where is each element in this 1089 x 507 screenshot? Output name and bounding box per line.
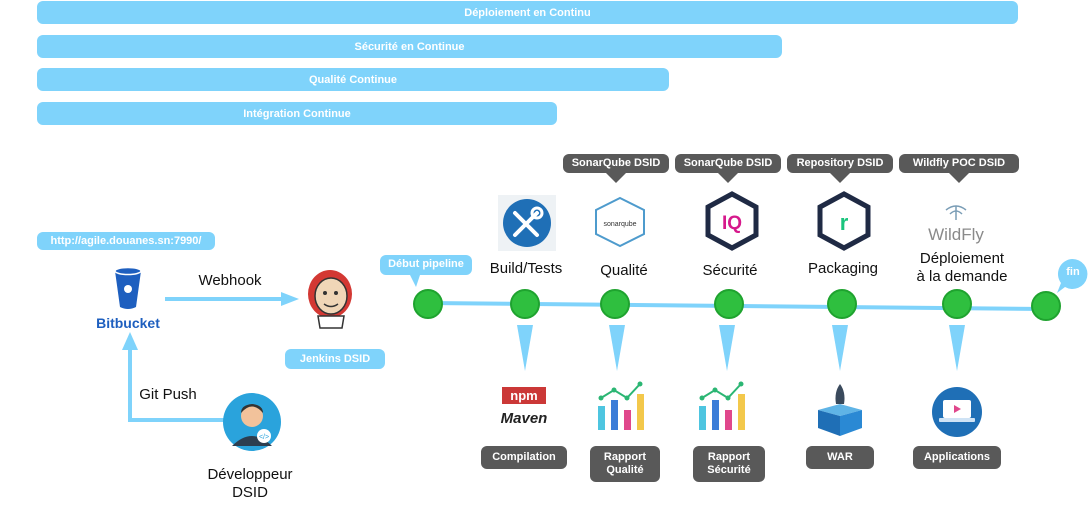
bar-qualite-continue: Qualité Continue xyxy=(37,68,669,91)
output-label-rapport-qualite: Rapport Qualité xyxy=(590,446,660,482)
bitbucket-logo: Bitbucket xyxy=(88,265,168,335)
svg-text:</>: </> xyxy=(259,434,269,441)
down-arrow-deploiement xyxy=(949,325,965,371)
bitbucket-icon xyxy=(114,266,142,309)
server-label-shape xyxy=(787,154,893,183)
down-arrow-qualite xyxy=(609,325,625,371)
server-label-qualite: SonarQube DSID xyxy=(563,154,669,184)
pipeline-node-start xyxy=(413,289,443,319)
nexus-iq-logo-text: IQ xyxy=(722,213,742,234)
bar-securite-continue: Sécurité en Continue xyxy=(37,35,782,58)
jenkins-label: Jenkins DSID xyxy=(285,349,385,369)
sonarqube-logo-text: sonarqube xyxy=(603,221,636,228)
bar-deploiement-continu: Déploiement en Continu xyxy=(37,1,1018,24)
down-arrow-build xyxy=(517,325,533,371)
output-label-rapport-securite: Rapport Sécurité xyxy=(693,446,765,482)
wildfly-icon: WildFly xyxy=(928,205,984,244)
build-tools-icon xyxy=(498,195,556,251)
pipeline-node-build xyxy=(510,289,540,319)
npm-logo: npm xyxy=(502,387,546,404)
git-push-label: Git Push xyxy=(139,386,197,403)
developer-label: Développeur DSID xyxy=(207,466,293,501)
server-label-packaging: Repository DSID xyxy=(787,154,893,184)
output-label-compilation: Compilation xyxy=(481,446,567,469)
server-label-shape xyxy=(675,154,781,183)
start-label-shape xyxy=(380,255,472,287)
git-push-arrow xyxy=(122,332,228,422)
pipeline-node-securite xyxy=(714,289,744,319)
repository-icon: r xyxy=(817,191,871,251)
security-report-chart-icon xyxy=(699,381,745,430)
server-label-shape xyxy=(563,154,669,183)
repository-logo-text: r xyxy=(840,210,849,235)
nexus-iq-icon: IQ xyxy=(705,191,759,251)
applications-laptop-icon xyxy=(932,387,982,437)
bitbucket-logo-text: Bitbucket xyxy=(96,315,160,331)
output-label-war: WAR xyxy=(806,446,874,469)
stage-label-securite: Sécurité xyxy=(702,262,758,279)
end-label-shape xyxy=(1057,258,1088,293)
pipeline-node-deploiement xyxy=(942,289,972,319)
output-label-applications: Applications xyxy=(913,446,1001,469)
stage-label-qualite: Qualité xyxy=(600,262,648,279)
bitbucket-url-label: http://agile.douanes.sn:7990/ xyxy=(37,232,215,250)
down-arrow-packaging xyxy=(832,325,848,371)
server-label-shape xyxy=(899,154,1019,183)
war-package-icon xyxy=(818,384,862,436)
wildfly-logo-text: WildFly xyxy=(928,225,984,244)
stage-label-deploiement: Déploiement à la demande xyxy=(916,250,1008,285)
server-label-securite: SonarQube DSID xyxy=(675,154,781,184)
stage-label-build: Build/Tests xyxy=(489,260,563,277)
server-label-deploiement: Wildfly POC DSID xyxy=(899,154,1019,184)
developer-icon: </> xyxy=(223,393,281,451)
pipeline-node-packaging xyxy=(827,289,857,319)
webhook-label: Webhook xyxy=(198,272,262,289)
down-arrow-securite xyxy=(719,325,735,371)
bar-integration-continue: Intégration Continue xyxy=(37,102,557,125)
jenkins-logo xyxy=(300,268,360,330)
pipeline-node-qualite xyxy=(600,289,630,319)
sonarqube-icon: sonarqube xyxy=(595,196,645,248)
webhook-arrow xyxy=(165,292,299,306)
npm-maven-logo: npm Maven xyxy=(492,387,556,433)
stage-label-packaging: Packaging xyxy=(807,260,879,277)
maven-logo: Maven xyxy=(500,410,548,427)
developer-avatar: </> xyxy=(222,392,282,452)
quality-report-chart-icon xyxy=(598,381,644,430)
pipeline-node-end xyxy=(1031,291,1061,321)
jenkins-icon xyxy=(308,270,352,329)
